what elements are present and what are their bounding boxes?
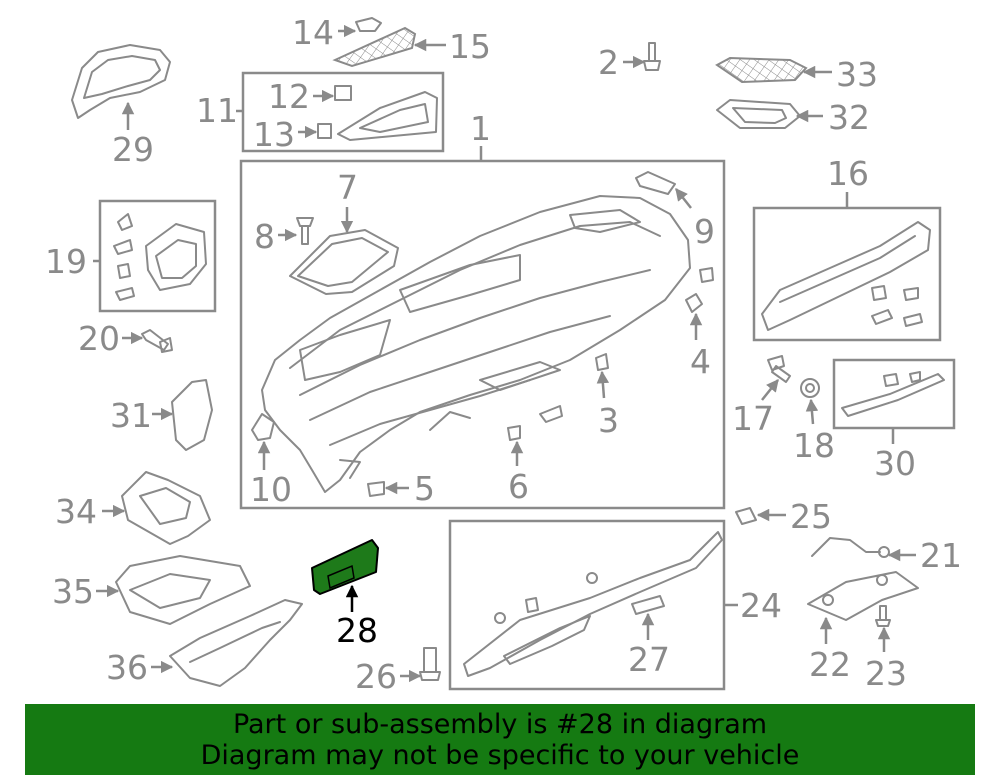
part-8-screw: [296, 217, 314, 245]
part-15-grille: [332, 26, 417, 68]
callout-31: 31: [110, 396, 152, 435]
part-27-clip: [631, 595, 665, 615]
group-box-1: [239, 159, 726, 510]
callout-33: 33: [836, 55, 878, 94]
part-24-trim-panel: [463, 531, 723, 677]
part-21-cable: [811, 537, 890, 558]
callout-22: 22: [809, 645, 851, 684]
part-26-screw: [419, 647, 441, 681]
callout-21: 21: [920, 536, 962, 575]
part-5-clip: [367, 481, 385, 497]
part-11-trim-panel: [337, 91, 438, 141]
part-clip-near-9: [699, 267, 714, 283]
callout-12: 12: [268, 77, 310, 116]
part-2-bolt: [643, 42, 661, 71]
callout-5: 5: [414, 469, 435, 508]
callout-27: 27: [628, 640, 670, 679]
leader-lines: [93, 24, 916, 683]
callout-6: 6: [508, 467, 529, 506]
part-34-bracket: [121, 471, 211, 545]
callout-20: 20: [78, 319, 120, 358]
part-3-clip: [595, 353, 609, 371]
callout-18: 18: [793, 426, 835, 465]
callout-32: 32: [828, 98, 870, 137]
part-23-screw: [875, 605, 891, 627]
info-banner: Part or sub-assembly is #28 in diagram D…: [25, 704, 975, 775]
banner-line-2: Diagram may not be specific to your vehi…: [200, 739, 800, 771]
part-36-duct: [169, 599, 303, 687]
callout-25: 25: [790, 497, 832, 536]
callout-11: 11: [196, 91, 238, 130]
part-17-bolt: [767, 355, 791, 383]
callout-1: 1: [470, 109, 491, 148]
part-bracket-clip: [539, 405, 563, 423]
callout-9: 9: [694, 212, 715, 251]
callout-24: 24: [740, 586, 782, 625]
callout-17: 17: [732, 399, 774, 438]
part-7-cover-panel: [289, 229, 399, 295]
callout-16: 16: [827, 154, 869, 193]
part-25-clip: [735, 507, 757, 525]
part-35-bracket: [115, 555, 251, 625]
part-18-nut: [800, 378, 820, 398]
callout-10: 10: [250, 470, 292, 509]
part-22-bracket: [807, 571, 919, 621]
part-16-vent-assembly: [761, 221, 931, 331]
group-box-24: [448, 519, 726, 691]
callout-7: 7: [337, 168, 358, 207]
callout-30: 30: [874, 444, 916, 483]
part-33-grille: [715, 56, 808, 84]
part-14-clip: [355, 17, 382, 32]
callout-23: 23: [865, 654, 907, 693]
part-31-side-trim: [171, 379, 213, 451]
callout-2: 2: [598, 43, 619, 82]
group-box-30: [832, 358, 956, 430]
group-box-16: [752, 206, 942, 342]
part-4-clip: [685, 293, 703, 313]
callout-35: 35: [52, 572, 94, 611]
banner-line-1: Part or sub-assembly is #28 in diagram: [232, 708, 768, 740]
callout-36: 36: [106, 648, 148, 687]
part-6-clip: [507, 425, 521, 441]
callout-34: 34: [55, 492, 97, 531]
part-30-trim-strip: [841, 371, 945, 417]
callout-29: 29: [112, 130, 154, 169]
part-10-clip: [251, 413, 275, 441]
part-28-highlighted: [311, 539, 379, 595]
part-29-cluster-housing: [71, 44, 171, 119]
part-9-vent: [635, 171, 676, 195]
callout-14: 14: [292, 13, 334, 52]
part-20-bolt: [141, 329, 173, 353]
callout-8: 8: [254, 217, 275, 256]
part-32-frame: [716, 99, 801, 129]
callout-28: 28: [336, 611, 378, 650]
part-1-instrument-panel: [261, 195, 691, 493]
callout-15: 15: [449, 27, 491, 66]
part-19-bracket-set: [113, 213, 207, 301]
callout-13: 13: [253, 115, 295, 154]
part-13-clip: [317, 123, 332, 139]
group-box-19: [98, 199, 217, 313]
callout-3: 3: [598, 401, 619, 440]
part-12-clip: [334, 85, 352, 101]
callout-26: 26: [355, 657, 397, 696]
callout-4: 4: [690, 342, 711, 381]
callout-19: 19: [45, 242, 87, 281]
